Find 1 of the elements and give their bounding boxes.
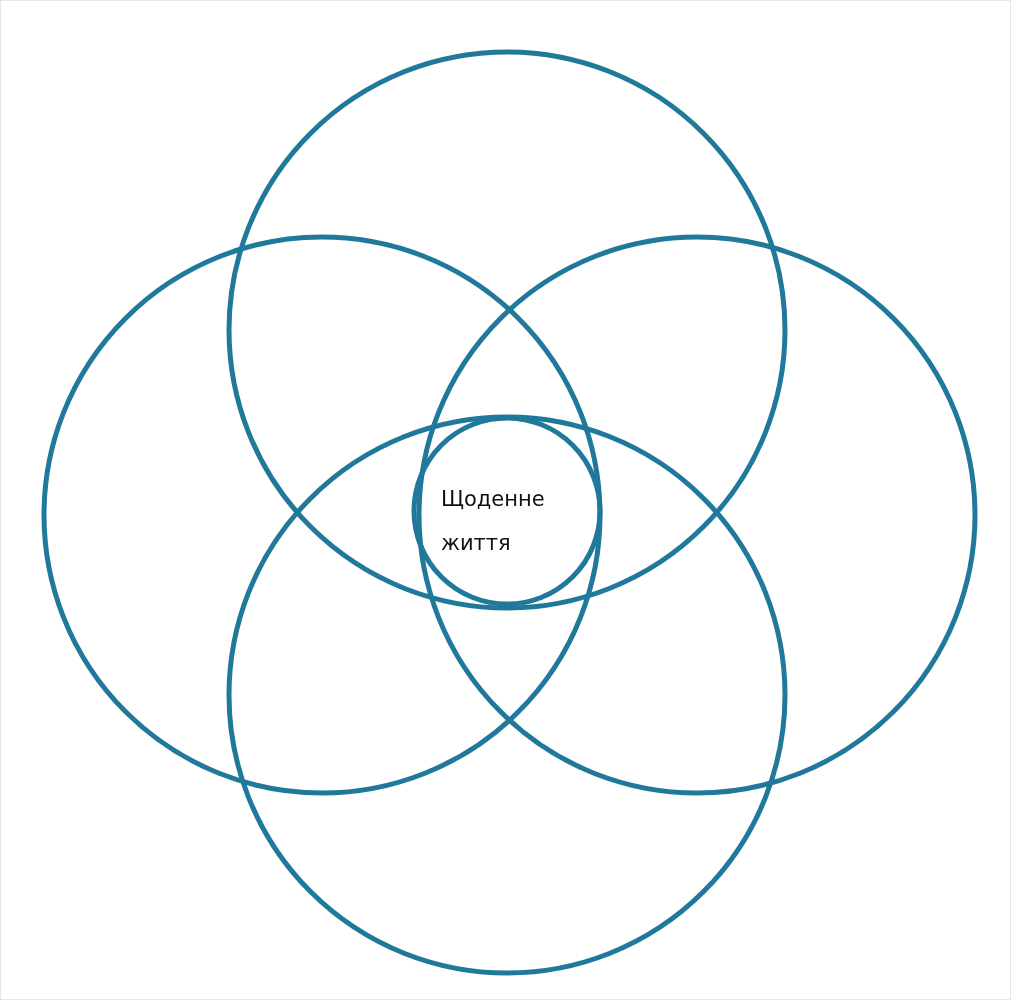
circle-label: Щоденне життя	[441, 486, 546, 557]
